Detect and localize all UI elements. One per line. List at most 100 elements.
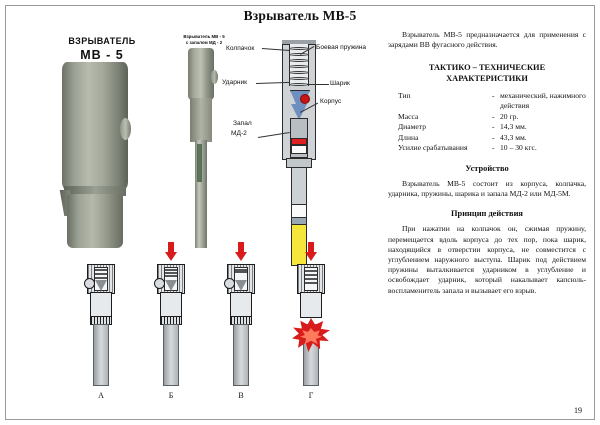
seq-letter-v: В (238, 391, 244, 400)
seq-b-tube (163, 324, 179, 386)
cutaway-stem (291, 167, 307, 205)
spec-dash: - (492, 143, 495, 153)
seq-letter-g: Г (308, 391, 314, 400)
press-arrow-icon (305, 242, 317, 262)
page-border (5, 5, 595, 420)
table-row: Длина - 43,3 мм. (388, 133, 586, 144)
specs-heading: ТАКТИКО – ТЕХНИЧЕСКИЕ ХАРАКТЕРИСТИКИ (388, 62, 586, 84)
fuze-neck (64, 186, 126, 196)
seq-a-tube (93, 324, 109, 386)
detonator-photo-green-marking (197, 144, 202, 182)
spec-key: Усилие срабатывания (398, 143, 468, 153)
table-row: Диаметр - 14,3 мм. (388, 122, 586, 133)
seq-a-neck (90, 292, 112, 318)
device-paragraph: Взрыватель МВ-5 состоит из корпуса, колп… (388, 178, 586, 199)
seq-b-coil (165, 272, 177, 274)
spring-coil (289, 83, 309, 86)
detonator-photo-head (188, 48, 214, 100)
cutaway-stem-lower (291, 204, 307, 218)
spring-coil (289, 65, 309, 68)
specs-heading-line2: ХАРАКТЕРИСТИКИ (446, 74, 528, 84)
cutaway-diagram (276, 40, 322, 266)
seq-b-ball (154, 278, 165, 289)
spec-value: 20 гр. (500, 111, 519, 121)
spec-key: Тип (398, 91, 411, 101)
seq-a-coil (95, 269, 107, 271)
cutaway-primer-band (291, 138, 307, 145)
callout-spring: Боевая пружина (316, 44, 367, 51)
spec-dash: - (492, 91, 495, 101)
spec-dash: - (492, 122, 495, 132)
page-title: Взрыватель МВ-5 (243, 8, 357, 23)
photo-right-caption: Взрыватель МВ - 5 с запалом МД - 2 (160, 34, 248, 46)
seq-a-coil (95, 273, 107, 275)
specs-heading-line1: ТАКТИКО – ТЕХНИЧЕСКИЕ (428, 63, 546, 73)
fuze-photo-illustration (59, 62, 131, 248)
photo-left-label-line1: ВЗРЫВАТЕЛЬ (68, 36, 136, 46)
fuze-lower-body (67, 194, 123, 248)
cutaway-ball (300, 94, 310, 104)
fuze-side-nub (120, 118, 131, 140)
principle-heading: Принцип действия (451, 209, 523, 219)
spec-value: 43,3 мм. (500, 132, 527, 142)
seq-letter-b: Б (168, 391, 174, 400)
spec-key: Масса (398, 111, 419, 121)
principle-paragraph: При нажатии на колпачок он, сжимая пружи… (388, 224, 586, 295)
press-arrow-icon (235, 242, 247, 262)
intro-paragraph: Взрыватель МВ-5 предназначается для прим… (388, 30, 586, 50)
spring-coil (289, 59, 309, 62)
seq-b-coil (165, 269, 177, 271)
spring-coil (289, 53, 309, 56)
table-row: Усилие срабатывания - 10 – 30 кгс. (388, 143, 586, 154)
seq-a-coil (95, 277, 107, 279)
spring-coil (289, 77, 309, 80)
seq-v-coil (235, 271, 247, 273)
spec-dash: - (492, 111, 495, 121)
callout-cap: Колпачок (226, 45, 255, 52)
callout-housing: Корпус (320, 98, 342, 105)
leader-line-ball (307, 84, 329, 85)
spec-value: 10 – 30 кгс. (500, 143, 537, 153)
spec-value: 14,3 мм. (500, 122, 527, 132)
seq-b-neck (160, 292, 182, 318)
cutaway-white-band (291, 145, 307, 154)
table-row: Масса - 20 гр. (388, 112, 586, 123)
seq-v-striker (235, 280, 247, 291)
device-heading: Устройство (465, 163, 509, 173)
specifications-table: Тип - механический, нажимного действия М… (388, 91, 586, 154)
page-number: 19 (574, 406, 582, 415)
spec-key: Диаметр (398, 122, 426, 132)
seq-b-striker (165, 280, 177, 291)
seq-letter-a: А (98, 391, 104, 400)
callout-striker: Ударник (222, 79, 248, 86)
table-row: Тип - механический, нажимного действия (388, 91, 586, 111)
photo-left-label-line2: МВ - 5 (80, 48, 124, 62)
spec-key: Длина (398, 132, 419, 142)
seq-g-coil (305, 282, 317, 284)
callout-detonator: Запал (233, 120, 252, 127)
seq-b-coil (165, 275, 177, 277)
callout-ball: Шарик (330, 80, 350, 87)
text-column: Взрыватель МВ-5 предназначается для прим… (388, 30, 586, 303)
spec-value: механический, нажимного действия (500, 91, 586, 110)
seq-v-ball (224, 278, 235, 289)
seq-v-tube (233, 324, 249, 386)
seq-g-coil (305, 274, 317, 276)
seq-g-coil (305, 270, 317, 272)
callout-detonator-model: МД-2 (231, 130, 247, 137)
seq-g-coil (305, 278, 317, 280)
seq-v-neck (230, 292, 252, 318)
photo-right-caption-line1: Взрыватель МВ - 5 (183, 34, 225, 39)
seq-a-striker (95, 280, 107, 291)
press-arrow-icon (165, 242, 177, 262)
spring-coil (289, 71, 309, 74)
detonator-photo-nub (211, 70, 218, 84)
fuze-with-detonator-photo (184, 48, 218, 248)
seq-a-ball (84, 278, 95, 289)
detonator-photo-mid (190, 98, 212, 142)
spec-dash: - (492, 132, 495, 142)
fuze-body-shape (62, 62, 128, 190)
seq-v-coil (235, 269, 247, 271)
seq-g-neck (300, 292, 322, 318)
